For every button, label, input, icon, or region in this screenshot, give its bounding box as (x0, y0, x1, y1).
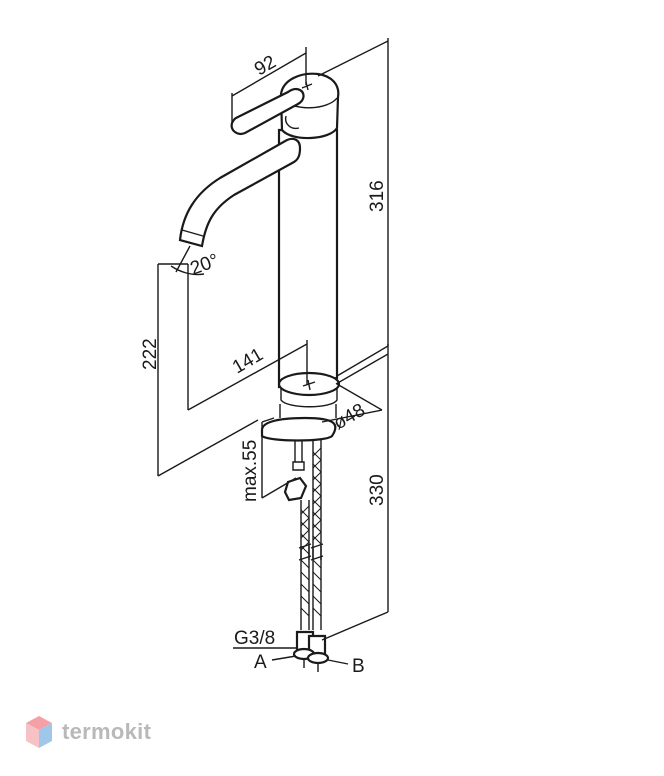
dim-total-height: 316 (367, 180, 388, 212)
label-b: B (352, 656, 365, 677)
dim-hose-length: 330 (367, 474, 388, 506)
dimension-labels: 92 316 222 141 20° ø48 max.55 330 G3/8 A… (140, 52, 388, 677)
dim-spout-angle: 20° (188, 250, 222, 280)
dim-spout-reach: 141 (229, 344, 267, 378)
label-thread: G3/8 (234, 628, 275, 649)
brand-name: termokit (62, 719, 152, 744)
dim-deck-thickness: max.55 (240, 440, 261, 502)
dim-spout-height: 222 (140, 338, 161, 370)
dimension-lines (157, 38, 389, 665)
label-a: A (254, 652, 267, 673)
dim-handle-width: 92 (251, 52, 280, 81)
brand-logo: termokit (24, 712, 151, 752)
faucet-body (178, 72, 341, 672)
cube-logo-icon (26, 716, 52, 748)
